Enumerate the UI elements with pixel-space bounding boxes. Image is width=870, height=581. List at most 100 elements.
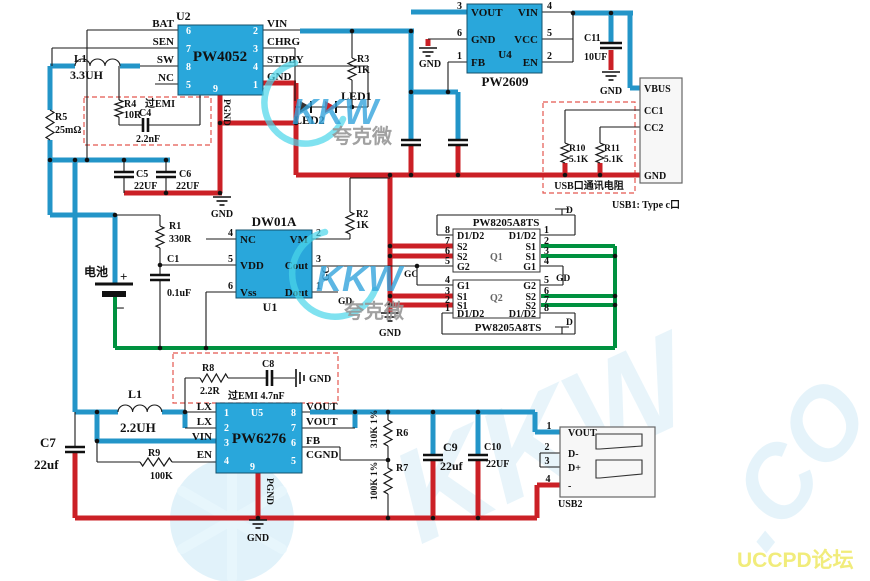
q2-r1: S2 — [525, 292, 536, 303]
gnd-symbol-u4 — [419, 47, 437, 57]
u4-pin-vcc: VCC — [514, 34, 538, 46]
u4-num-2: 2 — [547, 51, 552, 62]
usb2-pin-dminus: D- — [568, 449, 579, 460]
u1-num-5: 5 — [228, 254, 233, 265]
mosfet-q1 — [452, 228, 541, 273]
u2-num-6: 6 — [186, 26, 191, 37]
u4-pin-en: EN — [523, 57, 538, 69]
usb1-pin-vbus: VBUS — [644, 84, 671, 95]
u5-pin-lx1: LX — [197, 401, 212, 413]
r9-value: 100K — [150, 471, 173, 482]
q2-n6: 6 — [544, 286, 549, 297]
resistor-r5 — [44, 109, 56, 141]
watermark-kkw-text-1: KKW — [292, 91, 381, 132]
junction-dots — [47, 10, 618, 521]
l1-top-value: 3.3UH — [70, 68, 104, 82]
q1-n2: 2 — [544, 236, 549, 247]
q1-part: PW8205A8TS — [473, 217, 540, 229]
u2-pin-sen: SEN — [153, 36, 174, 48]
c9-value: 22uf — [440, 459, 464, 473]
u1-num-1: 1 — [316, 281, 321, 292]
battery-label: 电池 — [84, 264, 108, 279]
r6-ref: R6 — [396, 428, 408, 439]
forum-watermark: UCCPD论坛 — [737, 548, 854, 572]
q2-n1: 1 — [445, 303, 450, 314]
u5-pin-vout2: VOUT — [306, 416, 338, 428]
q2-part: PW8205A8TS — [475, 322, 542, 334]
q2-r3: D1/D2 — [509, 309, 536, 320]
net-gd-dout: GD — [338, 297, 352, 307]
c4-ref: C4 — [139, 108, 151, 119]
net-gc: GC — [404, 270, 418, 280]
led1-label: LED1 — [341, 89, 372, 103]
gnd-label-c8: GND — [309, 374, 331, 385]
wires-thin — [51, 11, 640, 518]
led2-label: LED2 — [294, 113, 325, 127]
usb-cc-resistor-box — [542, 101, 636, 194]
u2-pin-nc: NC — [158, 72, 174, 84]
r4-ref: R4 — [124, 99, 136, 110]
q1-n3: 3 — [544, 246, 549, 257]
u5-pin-en: EN — [197, 449, 212, 461]
capacitor-c10 — [468, 453, 488, 462]
u5-num-3: 3 — [224, 438, 229, 449]
r5-value: 25mΩ — [55, 125, 81, 136]
q2-r0: G2 — [523, 281, 536, 292]
usb2-tongue-icon — [595, 433, 643, 479]
u5-ref: U5 — [251, 408, 263, 419]
resistor-r11 — [594, 142, 606, 164]
l1-top-ref: L1 — [74, 53, 87, 65]
u4-ref: U4 — [498, 49, 512, 61]
u5-pin-fb: FB — [306, 435, 321, 447]
u5-pin-vout1: VOUT — [306, 401, 338, 413]
q2-l3: D1/D2 — [457, 309, 484, 320]
usb2-num-3: 3 — [545, 456, 550, 467]
q1-n4: 4 — [544, 256, 549, 267]
q1-l2: S2 — [457, 252, 468, 263]
net-gd: GD — [556, 274, 570, 284]
capacitor-c5 — [114, 170, 134, 179]
c11-value: 10UF — [584, 52, 607, 63]
q2-r2: S2 — [525, 301, 536, 312]
r10-value: 5.1K — [569, 155, 589, 165]
resistor-r2 — [344, 211, 356, 235]
c1-ref: C1 — [167, 254, 179, 265]
watermark-brand-text-2: 夸克微 — [344, 299, 404, 323]
resistor-r6 — [382, 419, 394, 447]
q1-ref: Q1 — [490, 252, 503, 263]
u5-pgnd-label: PGND — [264, 478, 274, 505]
q2-l0: G1 — [457, 281, 470, 292]
capacitors — [65, 41, 622, 462]
resistor-r8 — [199, 372, 229, 384]
u5-num-6: 6 — [291, 438, 296, 449]
r1-value: 330R — [169, 234, 192, 245]
gnd-label-dw01a: GND — [379, 328, 401, 339]
capacitor-c1 — [150, 273, 170, 282]
resistor-r3 — [346, 57, 358, 81]
gnd-label-pgnd: GND — [211, 209, 233, 220]
capacitor-c6 — [156, 170, 176, 179]
q2-l2: S1 — [457, 301, 468, 312]
r7-value: 100K 1% — [370, 462, 380, 500]
r2-ref: R2 — [356, 209, 368, 220]
wires-blue — [47, 9, 640, 455]
resistors — [44, 57, 606, 495]
r8-ref: R8 — [202, 363, 214, 374]
u4-num-3: 3 — [457, 1, 462, 12]
l1-bottom-value: 2.2UH — [120, 420, 156, 435]
gnd-label-u5: GND — [247, 533, 269, 544]
q1-n6: 6 — [445, 246, 450, 257]
gnd-label-c11: GND — [600, 86, 622, 97]
u1-ref: U1 — [263, 300, 278, 314]
u5-part: PW6276 — [232, 431, 287, 447]
u2-pin-vin: VIN — [267, 18, 287, 30]
q2-n5: 5 — [544, 275, 549, 286]
usb1-box-label: USB口通讯电阻 — [554, 179, 623, 192]
u5-pin-vin: VIN — [192, 431, 212, 443]
q2-n2: 2 — [445, 295, 450, 306]
r5-ref: R5 — [55, 112, 67, 123]
gnd-symbol-c11 — [602, 71, 620, 81]
watermark-kkw-1: KKW 夸克微 — [261, 59, 392, 148]
